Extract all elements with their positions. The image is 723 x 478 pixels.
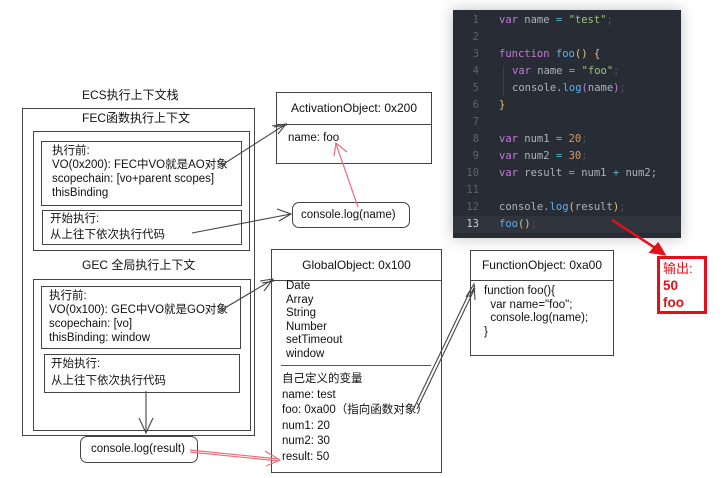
gec-scopechain-line: scopechain: [vo] [49, 318, 133, 330]
gec-before-box: 执行前: VO(0x100): GEC中VO就是GO对象 scopechain:… [41, 286, 241, 349]
line-number: 12 [466, 201, 479, 213]
fec-before-heading: 执行前: [52, 145, 90, 157]
fec-before-box: 执行前: VO(0x200): FEC中VO就是AO对象 scopechain:… [41, 141, 242, 206]
global-object-title: GlobalObject: 0x100 [272, 250, 441, 281]
custom-item: name: test [282, 388, 336, 401]
code-line: 7 [453, 114, 681, 131]
line-number: 5 [472, 82, 479, 94]
gec-before-heading: 执行前: [49, 290, 87, 302]
gec-title: GEC 全局执行上下文 [82, 258, 196, 272]
console-log-name-text: console.log(name) [301, 209, 396, 221]
custom-item: result: 50 [282, 450, 330, 463]
function-body-line: function foo(){ [484, 285, 555, 297]
function-body-line: var name="foo"; [484, 298, 573, 311]
fec-box [33, 131, 250, 251]
line-number: 10 [466, 167, 479, 179]
indent-guide [503, 66, 504, 96]
gec-exec-heading: 开始执行: [51, 358, 101, 370]
ecs-stack-box [22, 108, 255, 436]
fec-vo-line: VO(0x200): FEC中VO就是AO对象 [52, 159, 228, 171]
code-line: 2 [453, 29, 681, 46]
function-object-body: function foo(){ var name="foo"; console.… [484, 285, 588, 339]
global-object-box: GlobalObject: 0x100 Date Array String Nu… [271, 249, 442, 473]
fec-exec-box: 开始执行: 从上往下依次执行代码 [42, 210, 242, 245]
arrow-red-code-to-output-head [648, 241, 667, 256]
gec-exec-box: 开始执行: 从上往下依次执行代码 [44, 354, 240, 393]
line-number: 8 [472, 133, 479, 145]
global-builtins-list: Date Array String Number setTimeout wind… [286, 280, 342, 361]
custom-heading: 自己定义的变量 [282, 373, 363, 385]
builtin-item: Array [286, 293, 314, 306]
fec-title: FEC函数执行上下文 [82, 111, 191, 125]
builtin-item: setTimeout [286, 334, 343, 346]
code-line: 11 [453, 182, 681, 199]
code-line: 6} [453, 97, 681, 114]
global-divider [281, 365, 431, 366]
console-log-result-node: console.log(result) [80, 436, 198, 463]
ecs-title: ECS执行上下文栈 [82, 88, 179, 102]
function-body-line: } [484, 325, 488, 338]
gec-thisbinding-line: thisBinding: window [49, 332, 151, 344]
output-value: foo [663, 295, 684, 310]
builtin-item: Date [286, 280, 311, 292]
arrow-red-console-result-to-go [189, 449, 282, 467]
builtin-item: Number [286, 320, 327, 333]
output-box: 输出: 50 foo [657, 256, 707, 314]
global-custom-list: 自己定义的变量 name: test foo: 0xa00（指向函数对象） nu… [282, 372, 428, 465]
builtin-item: window [286, 347, 325, 360]
line-number: 3 [472, 48, 479, 60]
console-log-result-text: console.log(result) [91, 443, 185, 455]
function-object-box: FunctionObject: 0xa00 function foo(){ va… [470, 250, 614, 356]
activation-object-box: ActivationObject: 0x200 name: foo [276, 92, 432, 164]
line-number: 13 [466, 218, 479, 230]
console-log-name-node: console.log(name) [292, 202, 410, 228]
gec-vo-line: VO(0x100): GEC中VO就是GO对象 [49, 304, 228, 316]
custom-item: num2: 30 [282, 435, 330, 447]
activation-object-title: ActivationObject: 0x200 [277, 93, 431, 125]
line-number: 1 [472, 14, 479, 26]
line-number: 11 [466, 184, 479, 196]
builtin-item: String [286, 307, 317, 319]
line-number: 7 [472, 116, 479, 128]
function-body-line: console.log(name); [484, 312, 589, 324]
gec-exec-line: 从上往下依次执行代码 [51, 375, 166, 387]
fec-exec-line: 从上往下依次执行代码 [50, 229, 165, 241]
fec-thisbinding-line: thisBinding [52, 187, 109, 199]
line-number: 4 [472, 65, 479, 77]
line-number: 9 [472, 150, 479, 162]
function-object-title: FunctionObject: 0xa00 [471, 251, 613, 281]
custom-item: foo: 0xa00（指向函数对象） [282, 404, 428, 416]
line-number: 2 [472, 31, 479, 43]
output-heading: 输出: [663, 261, 693, 276]
line-number: 6 [472, 99, 479, 111]
fec-scopechain-line: scopechain: [vo+parent scopes] [52, 173, 215, 185]
custom-item: num1: 20 [282, 419, 330, 432]
activation-object-prop: name: foo [288, 132, 340, 144]
fec-exec-heading: 开始执行: [50, 213, 100, 225]
output-value: 50 [663, 278, 679, 293]
